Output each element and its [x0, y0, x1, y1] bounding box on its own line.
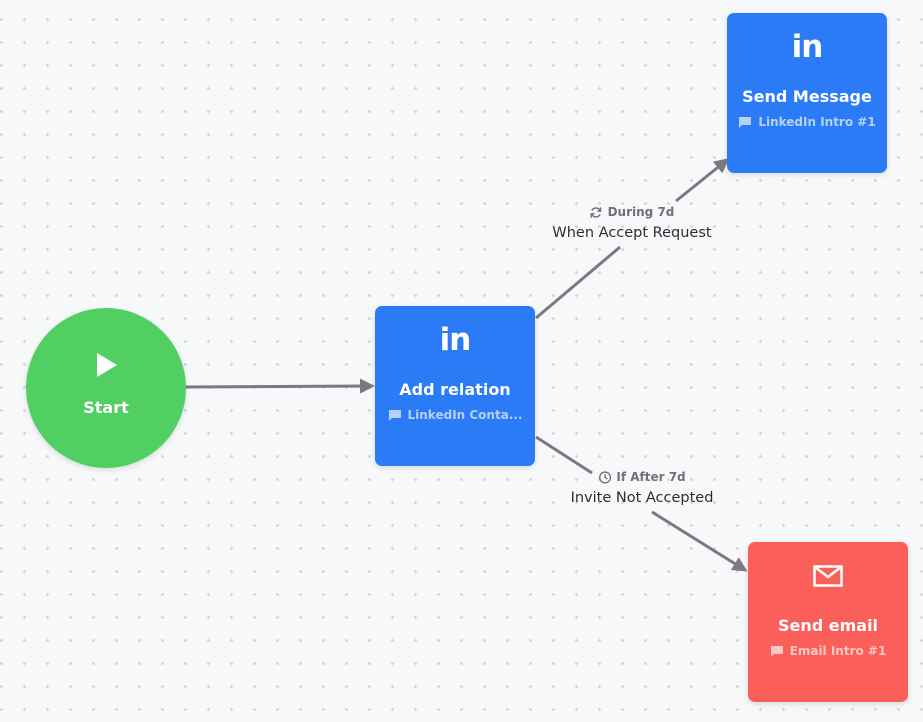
edge-label-not-accepted[interactable]: If After 7d Invite Not Accepted — [571, 470, 714, 506]
message-icon — [388, 409, 401, 421]
send-message-node[interactable]: in Send Message LinkedIn Intro #1 — [727, 13, 887, 173]
node-title: Send email — [777, 616, 879, 635]
edge-accept-request[interactable] — [535, 245, 621, 320]
add-relation-node[interactable]: in Add relation LinkedIn Conta... — [375, 306, 535, 466]
start-label: Start — [83, 397, 129, 417]
edge-not-accepted[interactable] — [535, 435, 593, 475]
edge-label-accept[interactable]: During 7d When Accept Request — [552, 205, 711, 241]
message-icon — [739, 116, 752, 128]
send-email-node[interactable]: Send email Email Intro #1 — [748, 542, 908, 702]
edge-not-accepted-tail[interactable] — [651, 510, 748, 572]
mail-icon — [813, 556, 843, 596]
linkedin-icon: in — [791, 28, 824, 65]
node-subtitle: LinkedIn Conta... — [388, 408, 522, 422]
node-title: Add relation — [399, 380, 511, 399]
start-node[interactable]: Start — [26, 308, 186, 468]
node-title: Send Message — [742, 87, 872, 106]
node-subtitle: Email Intro #1 — [770, 644, 886, 658]
clock-icon — [598, 470, 611, 484]
edge-condition: During 7d — [552, 205, 711, 219]
edge-name: When Accept Request — [552, 225, 712, 241]
edge-accept-request-tail[interactable] — [675, 158, 730, 203]
node-subtitle: LinkedIn Intro #1 — [738, 115, 876, 129]
message-icon — [770, 645, 783, 657]
play-icon — [97, 352, 117, 377]
refresh-icon — [590, 206, 602, 218]
edge-condition: If After 7d — [571, 470, 714, 484]
linkedin-icon: in — [439, 321, 472, 358]
edge-start-to-add-relation[interactable] — [185, 378, 375, 394]
edge-name: Invite Not Accepted — [570, 490, 714, 506]
